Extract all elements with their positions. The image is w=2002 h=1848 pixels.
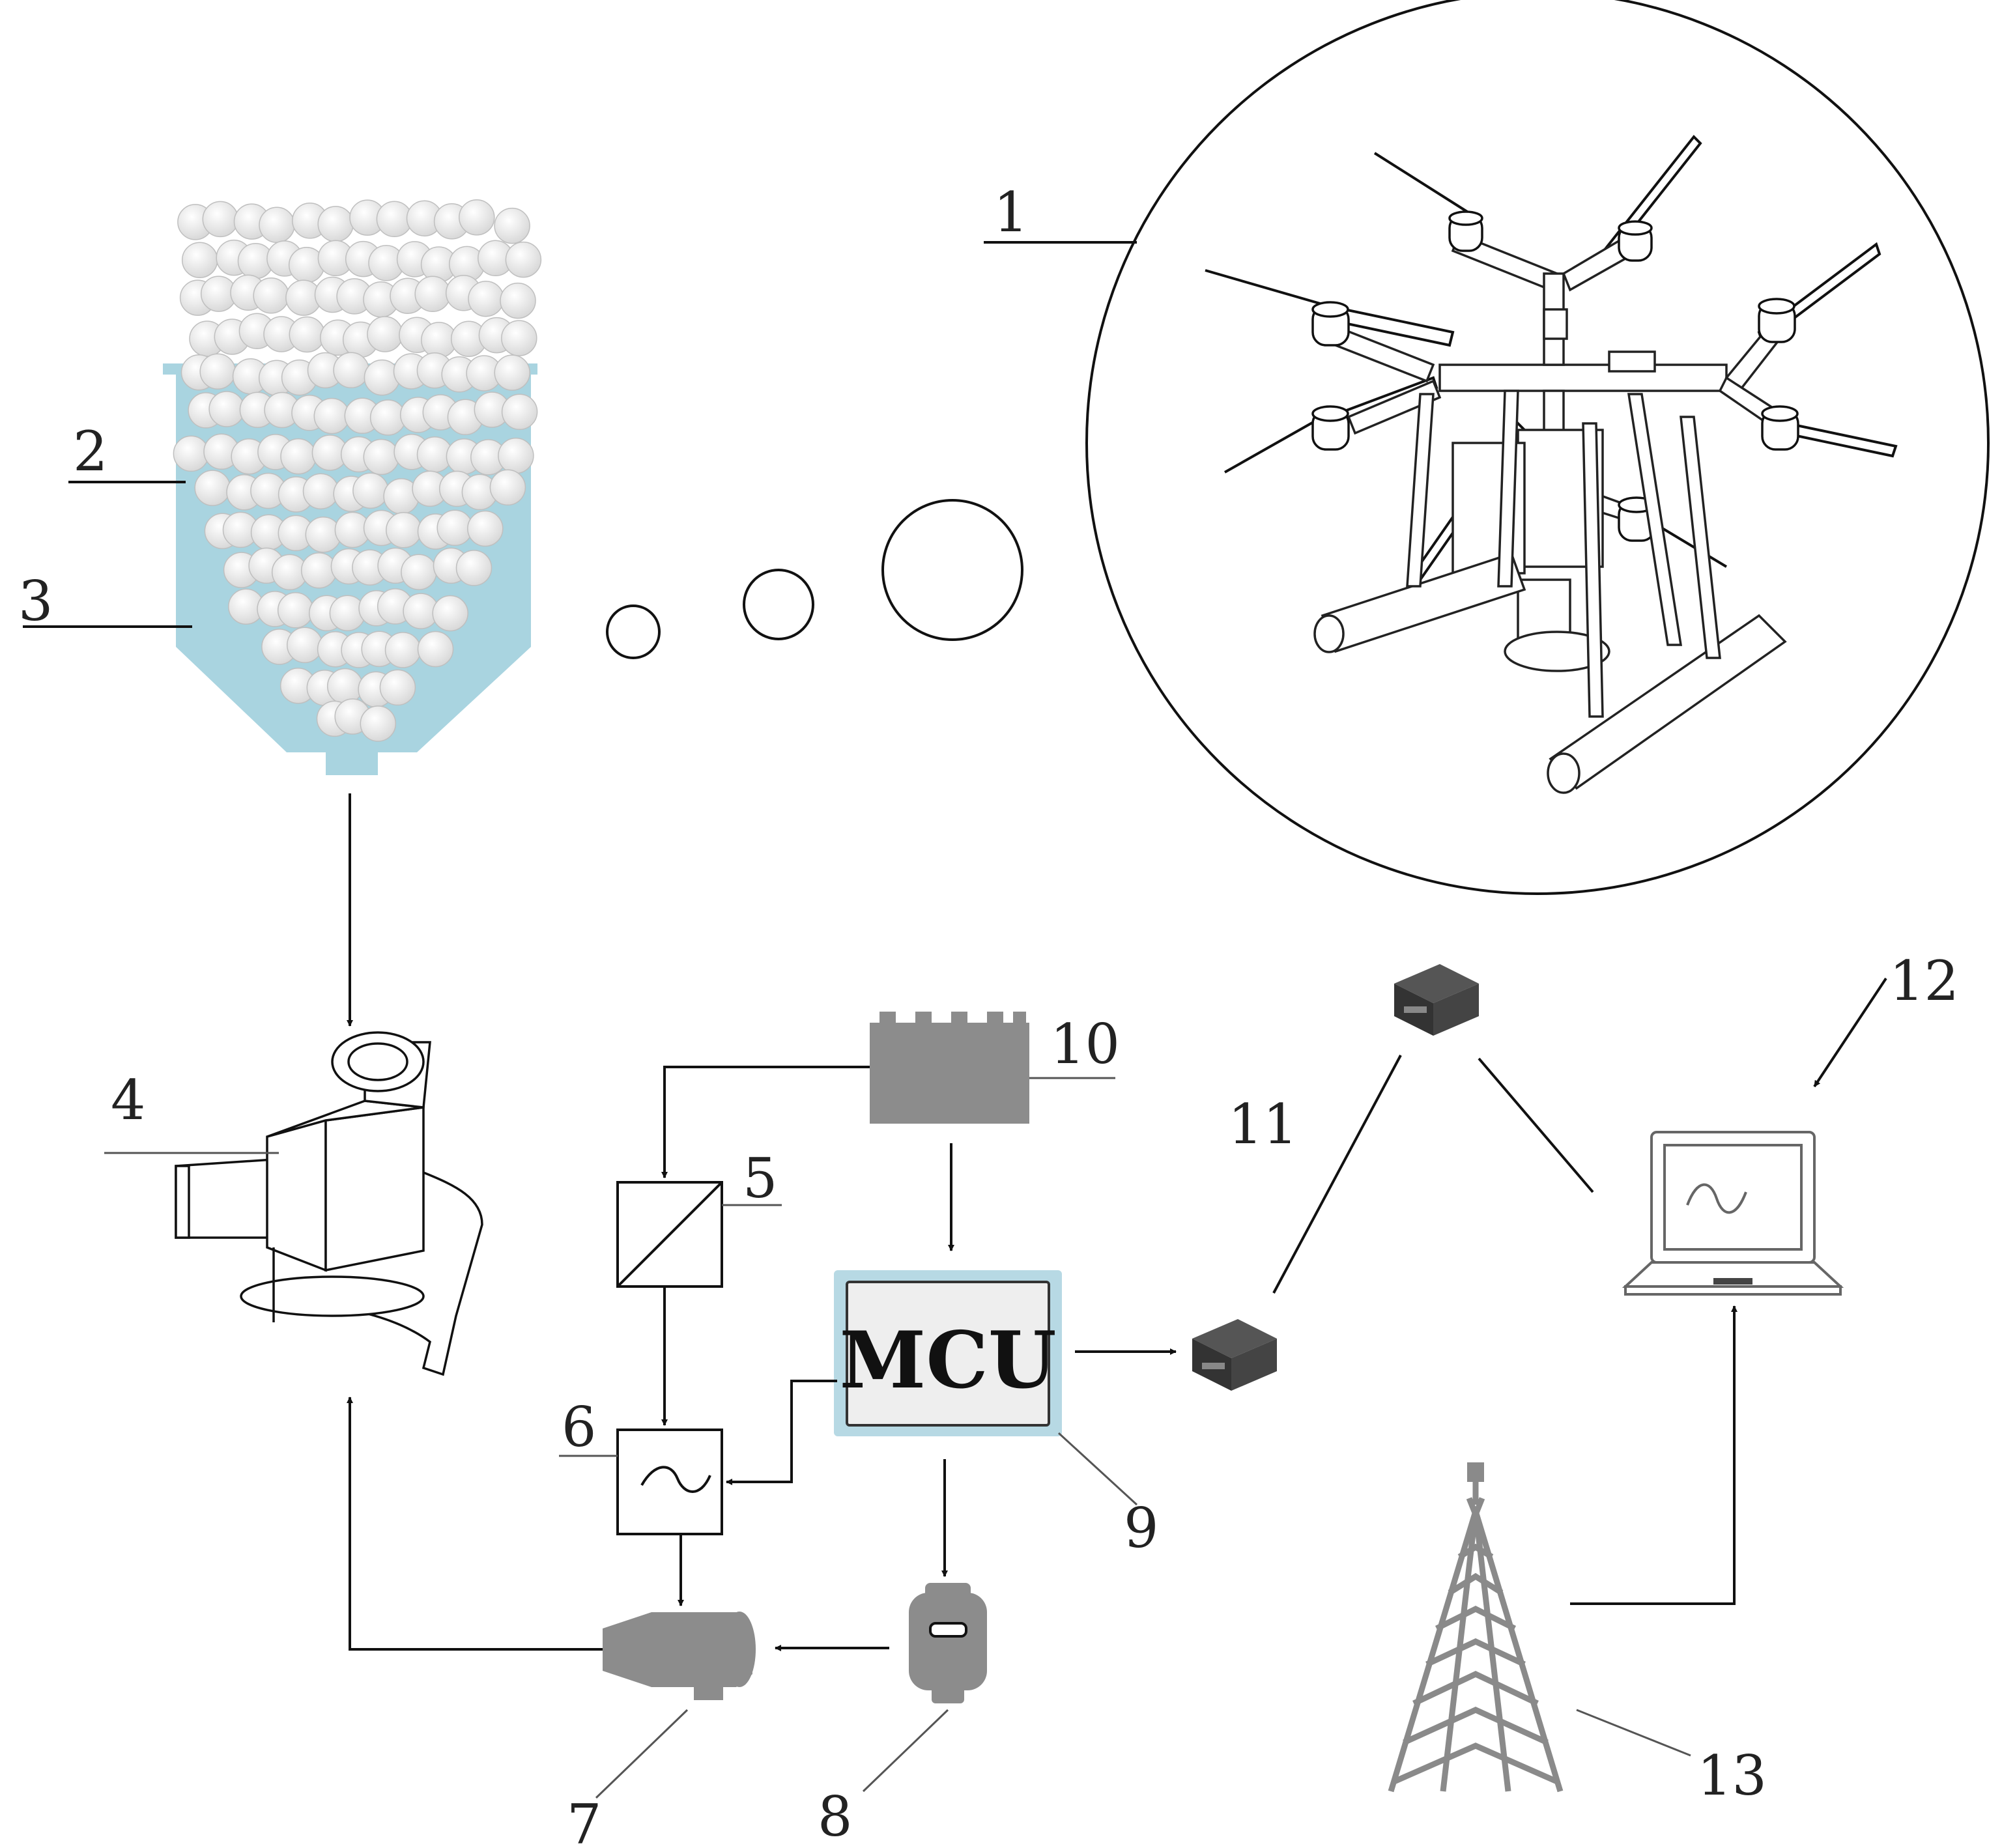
label-10: 10 — [1050, 1012, 1120, 1076]
pellet — [259, 206, 295, 244]
signal-tower — [1388, 1462, 1564, 1793]
connections — [347, 793, 1887, 1651]
mcu: MCU — [834, 1270, 1062, 1436]
pellet — [280, 438, 317, 475]
pellet — [317, 206, 354, 242]
pellet — [367, 316, 403, 352]
pellet — [414, 276, 451, 313]
pellet — [384, 632, 422, 668]
pellet — [289, 316, 326, 353]
pellet — [468, 280, 504, 317]
pellet — [253, 277, 289, 314]
label-3: 3 — [18, 569, 53, 633]
hopper — [163, 199, 542, 775]
battery — [870, 1012, 1029, 1124]
label-13: 13 — [1697, 1744, 1767, 1808]
pellet — [181, 242, 218, 278]
pellet — [455, 550, 493, 586]
pellet — [199, 353, 236, 390]
label-7: 7 — [567, 1793, 601, 1848]
pellet — [501, 320, 537, 356]
pellet — [326, 668, 364, 705]
spreader-device — [175, 1031, 483, 1376]
leader-lines — [23, 241, 1691, 1799]
pellet — [363, 438, 400, 476]
pellet — [194, 470, 231, 506]
pellet — [208, 391, 245, 427]
pellet — [401, 554, 437, 590]
pellet — [459, 199, 495, 236]
connector-bubbles — [606, 499, 1023, 659]
label-11: 11 — [1228, 1092, 1298, 1156]
dc-converter — [616, 1181, 723, 1288]
label-2: 2 — [73, 419, 107, 483]
label-9: 9 — [1124, 1496, 1158, 1560]
pellet — [386, 512, 422, 548]
pellet — [501, 393, 538, 431]
wireless-module-top — [1394, 964, 1479, 1036]
motor — [603, 1612, 756, 1700]
inverter — [616, 1429, 723, 1535]
wireless-module-bottom — [1192, 1319, 1277, 1391]
pellet — [333, 352, 369, 389]
pellet — [277, 592, 314, 629]
label-1: 1 — [994, 180, 1028, 244]
pellet — [432, 595, 468, 632]
bubble-small — [606, 604, 661, 659]
pellet — [352, 472, 389, 509]
label-6: 6 — [562, 1395, 596, 1459]
pellet — [202, 201, 239, 238]
pellet — [467, 510, 504, 547]
pellet — [505, 241, 542, 278]
pellet — [498, 437, 534, 474]
mcu-label: MCU — [840, 1315, 1057, 1406]
landing-gear — [1313, 390, 1787, 794]
pellet — [417, 631, 454, 668]
pellets — [173, 199, 542, 742]
pellet — [500, 282, 536, 319]
pellet — [173, 435, 210, 472]
laptop — [1622, 1131, 1844, 1296]
bubble-medium — [743, 569, 814, 640]
pellet — [313, 397, 350, 434]
pellet — [302, 473, 339, 509]
pellet — [379, 669, 416, 706]
encoder-sensor — [909, 1583, 987, 1703]
pellet — [494, 354, 530, 391]
pellet — [287, 627, 323, 663]
label-5: 5 — [743, 1146, 777, 1210]
label-12: 12 — [1889, 949, 1959, 1013]
pellet — [364, 359, 401, 396]
pellet — [494, 207, 530, 244]
drone-view — [1085, 0, 1990, 895]
pellet — [360, 705, 397, 742]
pellet — [489, 469, 526, 506]
label-8: 8 — [818, 1785, 852, 1848]
part-numbers: 1 2 3 4 5 6 7 8 9 10 11 12 13 — [18, 180, 1959, 1848]
battery-body — [870, 1023, 1029, 1124]
bubble-large — [881, 499, 1023, 641]
label-4: 4 — [111, 1068, 145, 1132]
